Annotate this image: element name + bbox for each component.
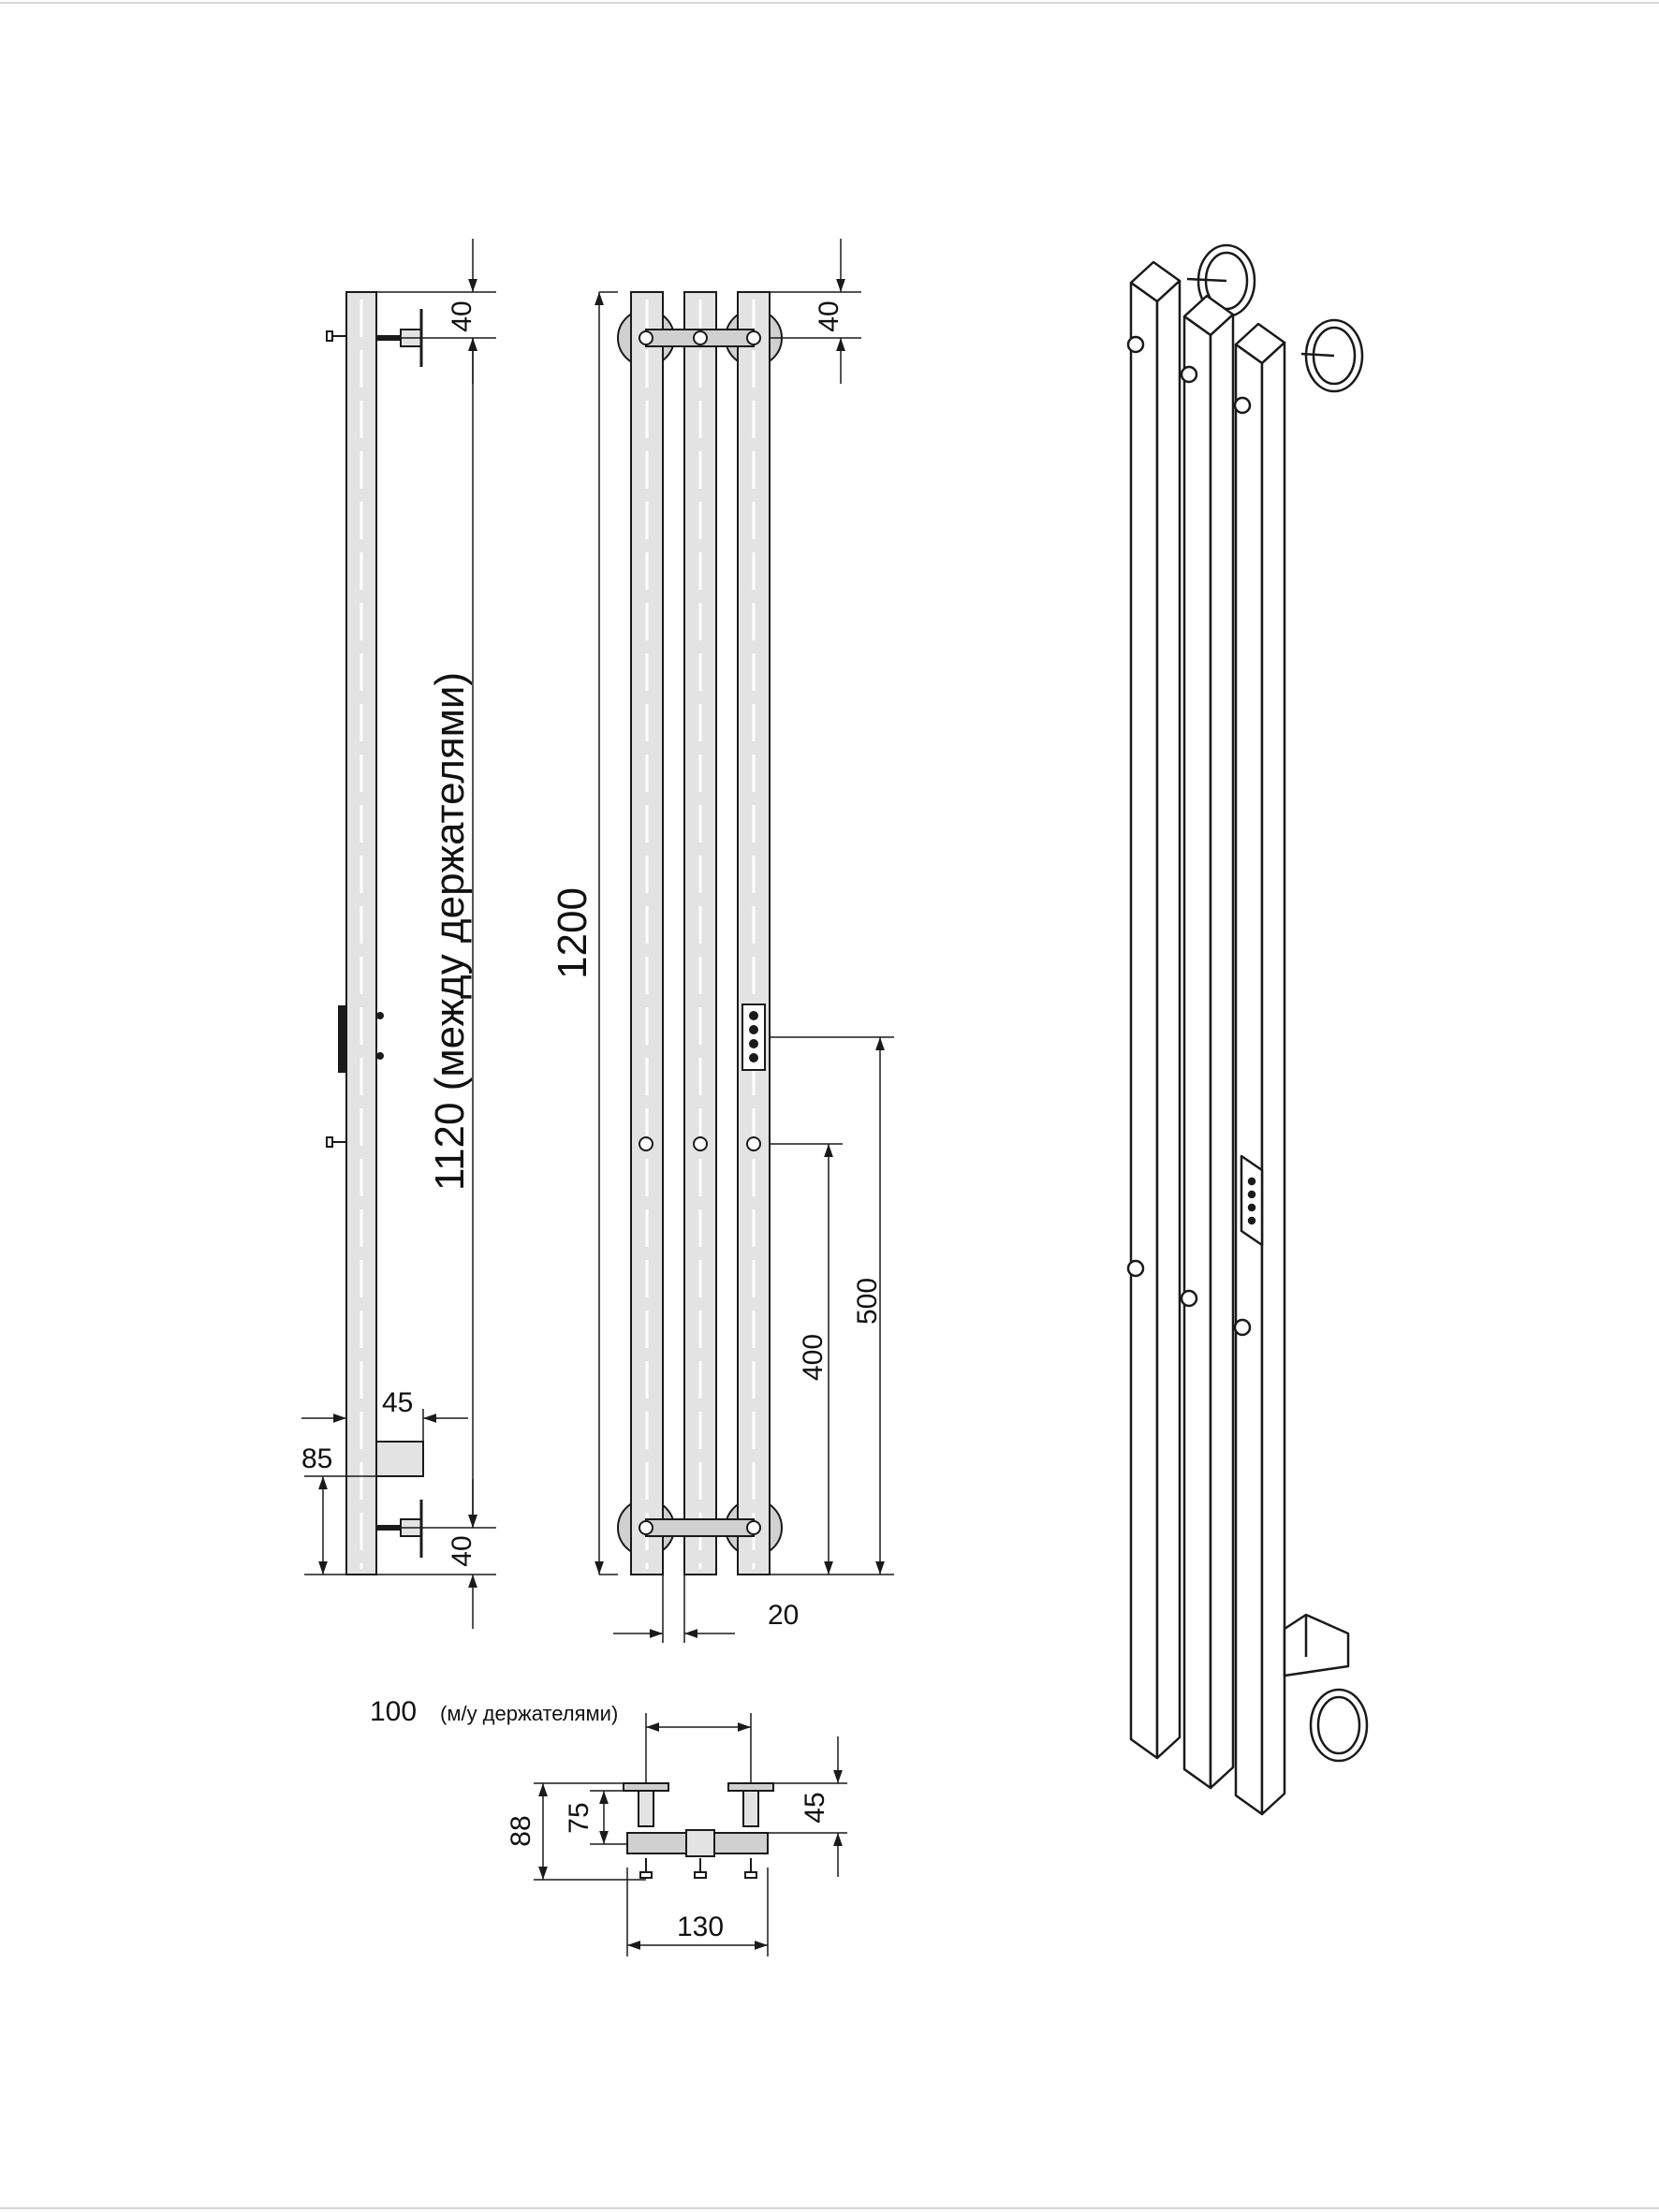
side-mid-pin [326, 1136, 346, 1148]
isometric-view [1126, 243, 1369, 1816]
side-cable-box [375, 1441, 424, 1477]
front-pipe-width-label: 20 [768, 1600, 799, 1631]
iso-wall-plate-top-right [1300, 318, 1364, 393]
top-width-label: 130 [677, 1912, 724, 1942]
front-bolt [639, 1520, 653, 1535]
side-button-dot [376, 1052, 384, 1060]
top-wall-plate-left [623, 1782, 669, 1792]
iso-wall-plate-top-left [1186, 243, 1256, 318]
iso-control-panel-icon [1240, 1154, 1264, 1247]
top-holder-spacing-note: (м/у держателями) [440, 1702, 618, 1725]
side-cable-offset-label: 45 [382, 1387, 413, 1418]
front-mid-pin [639, 1136, 653, 1151]
side-button-dot [376, 1012, 384, 1019]
top-depth-label: 88 [506, 1815, 536, 1846]
front-bottom-crossbar [645, 1518, 755, 1537]
front-mid-holder-height-label: 400 [798, 1334, 829, 1381]
front-bolt [693, 330, 708, 345]
front-control-height-label: 500 [852, 1278, 883, 1325]
bottom-border-line [0, 2207, 1659, 2209]
top-border-line [0, 2, 1659, 4]
iso-pins [1126, 335, 1252, 1337]
top-view [623, 1782, 774, 1879]
top-stem-left [638, 1790, 654, 1827]
side-between-holders-label: 1120 (между держателями) [427, 672, 473, 1191]
iso-pipe-right [1234, 322, 1286, 1816]
side-bottom-gap-label: 40 [447, 1535, 477, 1566]
front-mid-pin [693, 1136, 708, 1151]
top-bracket-depth-label: 45 [800, 1792, 830, 1823]
front-bolt [746, 1520, 761, 1535]
side-cable-height-label: 85 [301, 1443, 332, 1474]
front-total-height-label: 1200 [550, 887, 595, 979]
top-wall-plate-right [727, 1782, 774, 1792]
front-view [617, 291, 783, 1575]
side-dimensions [301, 239, 496, 1629]
side-top-gap-label: 40 [447, 300, 477, 331]
iso-wall-plate-bottom-right [1309, 1688, 1369, 1763]
top-dimensions [534, 1713, 847, 1956]
temperature-control-panel-icon [741, 1003, 766, 1071]
iso-pipe-center [1182, 294, 1235, 1790]
iso-cable-box [1283, 1613, 1350, 1677]
side-control-plate [338, 1005, 347, 1073]
front-bolt [639, 330, 653, 345]
front-dimensions [595, 239, 894, 1643]
front-top-gap-label: 40 [814, 300, 844, 331]
iso-pipe-left [1129, 260, 1182, 1760]
side-bottom-holder [376, 1500, 423, 1558]
top-holder-spacing-value: 100 [370, 1696, 417, 1727]
top-stem-right [742, 1790, 759, 1827]
front-bolt [746, 330, 761, 345]
side-view [326, 291, 424, 1575]
top-wall-depth-label: 75 [564, 1802, 595, 1833]
front-mid-pin [746, 1136, 761, 1151]
top-pipe-center [685, 1829, 715, 1857]
